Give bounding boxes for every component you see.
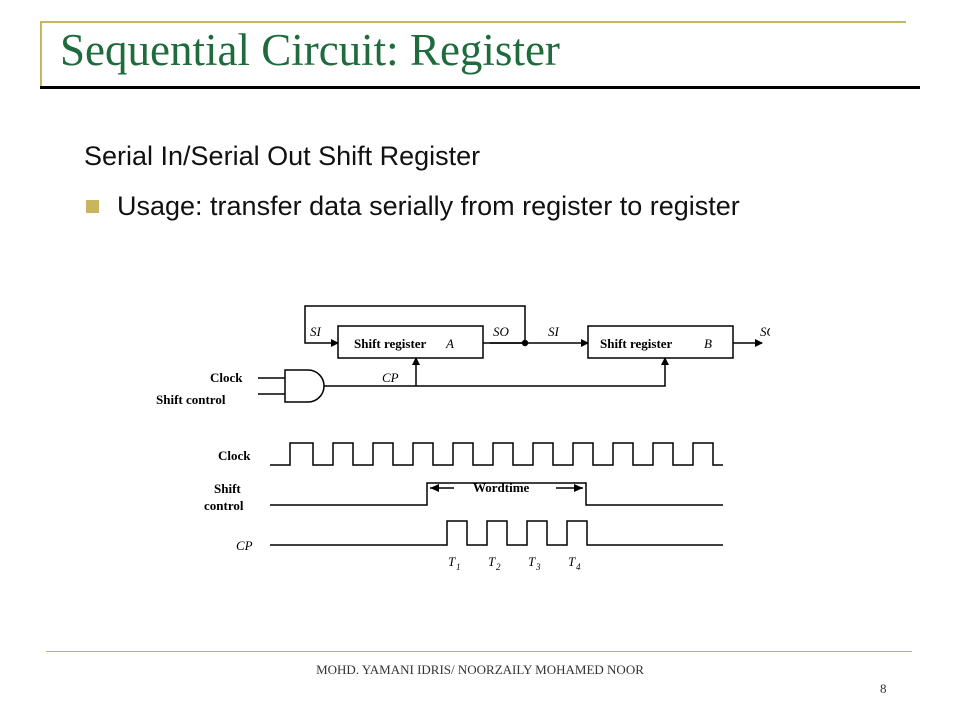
timing-control-label: control bbox=[204, 498, 244, 513]
shift-register-diagram: SI Shift register A SO SI Shift register… bbox=[156, 305, 770, 572]
bullet-marker bbox=[86, 200, 99, 213]
reg-b-si-label: SI bbox=[548, 324, 560, 339]
timing-cp-label: CP bbox=[236, 538, 253, 553]
slide-title: Sequential Circuit: Register bbox=[60, 25, 560, 75]
clock-waveform bbox=[270, 442, 723, 466]
pulse-label: T bbox=[568, 554, 576, 569]
reg-b-var: B bbox=[704, 336, 712, 351]
cp-label: CP bbox=[382, 370, 399, 385]
pulse-labels: T 1 T 2 T 3 T 4 bbox=[448, 554, 581, 572]
pulse-subscript: 4 bbox=[576, 562, 581, 572]
timing-diagram bbox=[270, 442, 723, 546]
page-number: 8 bbox=[880, 681, 887, 696]
clock-input-label: Clock bbox=[210, 370, 243, 385]
reg-a-var: A bbox=[445, 336, 454, 351]
title-frame-left bbox=[40, 21, 42, 87]
timing-shift-label: Shift bbox=[214, 481, 241, 496]
block-diagram bbox=[258, 305, 763, 403]
title-rule bbox=[40, 86, 920, 89]
reg-b-label: Shift register bbox=[600, 336, 673, 351]
reg-a-so-label: SO bbox=[493, 324, 510, 339]
and-gate bbox=[284, 369, 325, 403]
slide-subtitle: Serial In/Serial Out Shift Register bbox=[84, 141, 481, 171]
wordtime-label: Wordtime bbox=[473, 480, 530, 495]
cp-waveform bbox=[270, 520, 723, 546]
timing-clock-label: Clock bbox=[218, 448, 251, 463]
footer-author: MOHD. YAMANI IDRIS/ NOORZAILY MOHAMED NO… bbox=[316, 662, 644, 677]
bullet-text: Usage: transfer data serially from regis… bbox=[117, 191, 740, 221]
pulse-label: T bbox=[448, 554, 456, 569]
shift-control-input-label: Shift control bbox=[156, 392, 226, 407]
pulse-subscript: 3 bbox=[535, 562, 541, 572]
footer-rule bbox=[46, 651, 912, 652]
reg-a-si-label: SI bbox=[310, 324, 322, 339]
reg-b-so-label: SO bbox=[760, 324, 770, 339]
title-frame-top bbox=[40, 21, 906, 23]
pulse-label: T bbox=[528, 554, 536, 569]
shift-control-waveform bbox=[270, 482, 723, 506]
pulse-subscript: 2 bbox=[496, 562, 501, 572]
reg-a-label: Shift register bbox=[354, 336, 427, 351]
pulse-subscript: 1 bbox=[456, 562, 461, 572]
shift-register-a-box bbox=[337, 325, 484, 359]
pulse-label: T bbox=[488, 554, 496, 569]
